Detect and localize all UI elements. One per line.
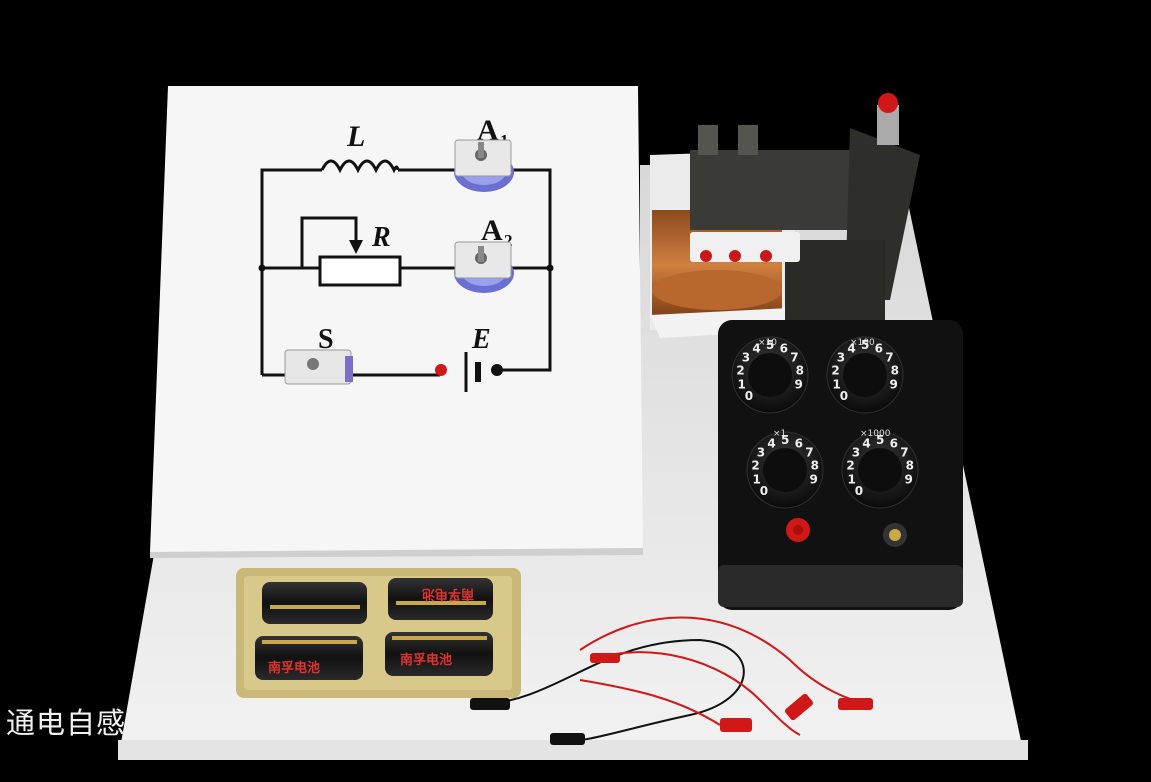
switch-module xyxy=(284,349,353,385)
ammeter-module-1 xyxy=(454,139,514,192)
dial-digit: 6 xyxy=(795,436,803,450)
ammeter-module-2 xyxy=(454,241,514,293)
battery-brand-label-3: 南孚电池 xyxy=(268,660,320,676)
dial-digit: 4 xyxy=(767,436,775,450)
dial-digit: 0 xyxy=(855,484,863,498)
dial-multiplier-x1: ×1 xyxy=(773,429,786,439)
label-ammeter2-sub: 2 xyxy=(504,231,513,250)
dial-digit: 7 xyxy=(805,445,813,459)
video-caption: 通电自感 xyxy=(6,706,127,740)
dial-digit: 7 xyxy=(900,445,908,459)
dial-digit: 0 xyxy=(745,389,753,403)
dial-digit: 4 xyxy=(862,436,870,450)
dial-digit: 6 xyxy=(890,436,898,450)
inductor-coil-apparatus xyxy=(650,93,920,338)
label-switch: S xyxy=(318,324,334,355)
battery-terminal-black xyxy=(491,364,503,376)
dial-digit: 8 xyxy=(811,458,819,472)
dial-digit: 6 xyxy=(780,341,788,355)
rheostat-arrow-icon xyxy=(349,240,363,254)
dial-digit: 1 xyxy=(833,377,841,391)
dial-digit: 3 xyxy=(837,350,845,364)
dial-digit: 3 xyxy=(757,445,765,459)
dial-digit: 4 xyxy=(752,341,760,355)
dial-digit: 2 xyxy=(751,458,759,472)
battery-terminal-red xyxy=(435,364,447,376)
dial-digit: 9 xyxy=(905,472,913,486)
dial-digit: 1 xyxy=(738,377,746,391)
dial-digit: 9 xyxy=(795,377,803,391)
label-rheostat: R xyxy=(371,222,391,253)
dial-digit: 6 xyxy=(875,341,883,355)
dial-digit: 1 xyxy=(753,472,761,486)
dial-digit: 8 xyxy=(891,363,899,377)
circuit-diagram xyxy=(260,159,552,392)
dial-digit: 7 xyxy=(885,350,893,364)
dial-digit: 1 xyxy=(848,472,856,486)
battery-brand-label-2: 南孚电池 xyxy=(400,652,452,668)
test-leads xyxy=(479,616,871,742)
dial-digit: 7 xyxy=(790,350,798,364)
dial-digit: 9 xyxy=(890,377,898,391)
battery-holder xyxy=(236,568,521,698)
circuit-board xyxy=(150,86,643,558)
label-inductor: L xyxy=(346,120,365,153)
alligator-clips xyxy=(470,653,873,745)
dial-multiplier-x10: ×10 xyxy=(758,338,777,348)
dial-digit: 0 xyxy=(760,484,768,498)
label-ammeter2: A xyxy=(481,214,503,247)
resistance-box xyxy=(718,320,963,610)
battery-brand-label-1: 南孚电池 xyxy=(422,586,474,602)
dial-digit: 2 xyxy=(831,363,839,377)
dial-digit: 9 xyxy=(810,472,818,486)
dial-digit: 2 xyxy=(736,363,744,377)
label-battery: E xyxy=(471,324,491,355)
dial-digit: 0 xyxy=(840,389,848,403)
dial-digit: 8 xyxy=(796,363,804,377)
dial-digit: 8 xyxy=(906,458,914,472)
dial-digit: 4 xyxy=(847,341,855,355)
label-ammeter1: A xyxy=(477,114,499,147)
dial-digit: 5 xyxy=(861,338,869,352)
dial-digit: 3 xyxy=(852,445,860,459)
dial-multiplier-x1000: ×1000 xyxy=(860,429,891,439)
dial-digit: 5 xyxy=(876,433,884,447)
dial-digit: 3 xyxy=(742,350,750,364)
dial-digit: 5 xyxy=(781,433,789,447)
dial-multiplier-x100: ×100 xyxy=(850,338,875,348)
dial-digit: 5 xyxy=(766,338,774,352)
dial-digit: 2 xyxy=(846,458,854,472)
